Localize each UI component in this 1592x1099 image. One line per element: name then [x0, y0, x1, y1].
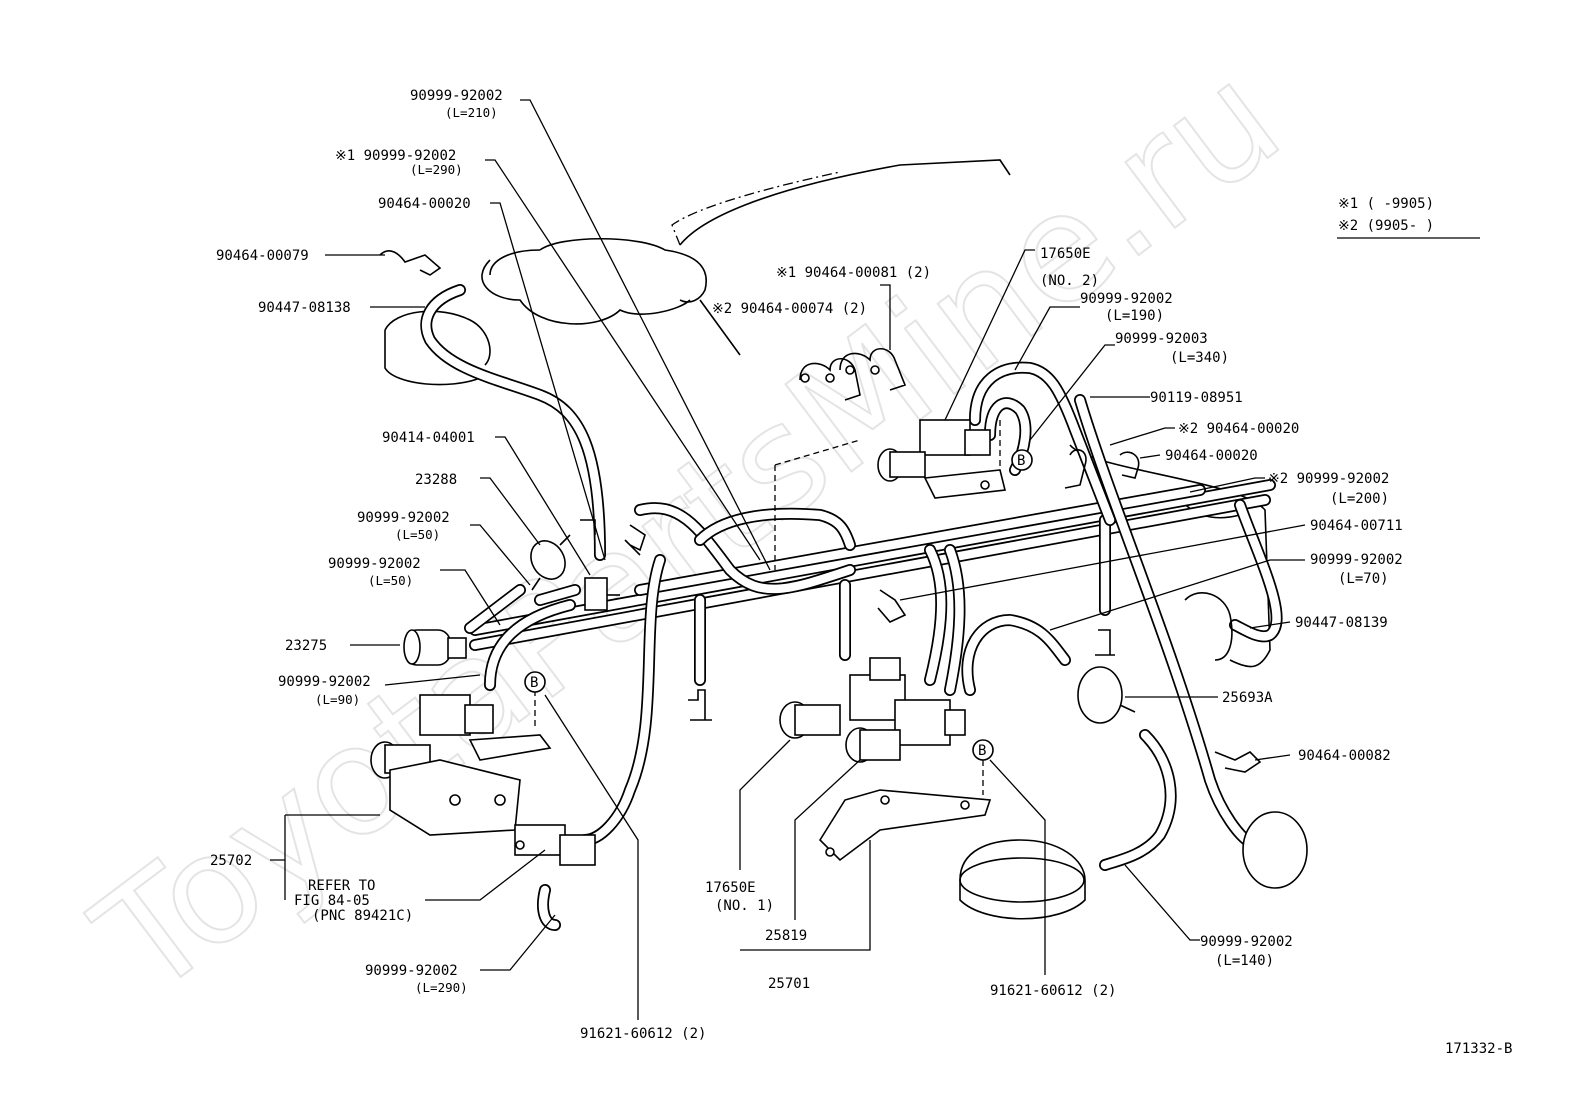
legend-row-1: ※1 ( -9905) [1338, 196, 1434, 212]
vsv-17650e-no2 [877, 419, 1006, 499]
svg-text:(NO. 2): (NO. 2) [1040, 273, 1099, 289]
label-90999-92003: 90999-92003 [1115, 331, 1208, 347]
label-90999-92002-l210: 90999-92002 [410, 88, 503, 104]
vsv-cluster-25701 [779, 657, 992, 862]
label-90999-92002-l200: ※2 90999-92002 [1268, 471, 1389, 487]
label-90999-92002-l50a: 90999-92002 [357, 510, 450, 526]
label-90464-00020-r2: 90464-00020 [1165, 448, 1258, 464]
clips-right-90464-00020 [1064, 449, 1140, 489]
svg-text:(L=70): (L=70) [1338, 571, 1389, 587]
label-90464-00020-top: 90464-00020 [378, 196, 471, 212]
label-91621-60612-b: 91621-60612 (2) [990, 983, 1116, 999]
label-refer-to: REFER TO [308, 878, 375, 894]
svg-text:B: B [530, 675, 538, 691]
label-17650e-no2: 17650E [1040, 246, 1091, 262]
legend-row-2: ※2 (9905- ) [1338, 218, 1434, 234]
dashed-guide [774, 439, 861, 570]
part-labels: 90999-92002 (L=210) ※1 90999-92002 (L=29… [210, 88, 1512, 1057]
label-90464-00020-r1: ※2 90464-00020 [1178, 421, 1299, 437]
svg-text:(L=140): (L=140) [1215, 953, 1274, 969]
svg-text:(L=210): (L=210) [445, 105, 498, 120]
label-23275: 23275 [285, 638, 327, 654]
engine-outline [384, 159, 1271, 668]
svg-text:(PNC 89421C): (PNC 89421C) [312, 908, 413, 924]
clip-90464-00711 [877, 589, 907, 623]
vsv-25702 [370, 694, 552, 836]
label-91621-60612-a: 91621-60612 (2) [580, 1026, 706, 1042]
label-90464-00074: ※2 90464-00074 (2) [712, 301, 867, 317]
sensor-23275 [403, 629, 467, 666]
figure-id: 171332-B [1445, 1041, 1512, 1057]
label-90119-08951: 90119-08951 [1150, 390, 1243, 406]
clip-90464-00082 [1214, 751, 1262, 773]
label-90999-92002-l190: 90999-92002 [1080, 291, 1173, 307]
label-90447-08139: 90447-08139 [1295, 615, 1388, 631]
clip-90464-00020 [624, 524, 646, 556]
svg-text:B: B [1017, 453, 1025, 469]
svg-text:(L=200): (L=200) [1330, 491, 1389, 507]
label-90414-04001: 90414-04001 [382, 430, 475, 446]
svg-text:(L=290): (L=290) [415, 980, 468, 995]
label-90999-92002-l140: 90999-92002 [1200, 934, 1293, 950]
vsv-89421c [514, 824, 596, 866]
svg-text:(L=50): (L=50) [368, 573, 413, 588]
svg-text:(L=290): (L=290) [410, 162, 463, 177]
fittings [580, 519, 1115, 721]
leader-lines [270, 99, 1480, 1020]
label-25693a: 25693A [1222, 690, 1273, 706]
label-90999-92002-l50b: 90999-92002 [328, 556, 421, 572]
svg-text:(L=190): (L=190) [1105, 308, 1164, 324]
union-90414 [584, 577, 620, 611]
label-90447-08138: 90447-08138 [258, 300, 351, 316]
components [370, 250, 1308, 920]
label-25701: 25701 [768, 976, 810, 992]
svg-text:(NO. 1): (NO. 1) [715, 898, 774, 914]
label-90999-92002-l290-bottom: 90999-92002 [365, 963, 458, 979]
label-17650e-no1: 17650E [705, 880, 756, 896]
label-90464-00081: ※1 90464-00081 (2) [776, 265, 931, 281]
label-25819: 25819 [765, 928, 807, 944]
chamber-upper-right [1184, 591, 1233, 661]
svg-text:(L=50): (L=50) [395, 527, 440, 542]
label-90999-92002-l90: 90999-92002 [278, 674, 371, 690]
marker-b-2: B [524, 671, 546, 693]
svg-text:(L=340): (L=340) [1170, 350, 1229, 366]
label-23288: 23288 [415, 472, 457, 488]
diaphragm-25693a [1077, 666, 1136, 724]
filter-23288 [530, 534, 571, 591]
label-90464-00711: 90464-00711 [1310, 518, 1403, 534]
label-90999-92002-l290-top: ※1 90999-92002 [335, 148, 456, 164]
svg-text:(L=90): (L=90) [315, 692, 360, 707]
chamber-bottom [959, 839, 1086, 920]
clips-90464-00081 [799, 347, 907, 401]
label-90999-92002-l70: 90999-92002 [1310, 552, 1403, 568]
chamber-right [1242, 811, 1308, 889]
svg-text:FIG 84-05: FIG 84-05 [294, 893, 370, 909]
label-25702: 25702 [210, 853, 252, 869]
marker-b-1: B [1011, 449, 1033, 471]
clip-90464-00079 [379, 250, 442, 276]
label-90464-00082: 90464-00082 [1298, 748, 1391, 764]
label-90464-00079: 90464-00079 [216, 248, 309, 264]
marker-b-3: B [972, 739, 994, 761]
svg-text:B: B [978, 743, 986, 759]
